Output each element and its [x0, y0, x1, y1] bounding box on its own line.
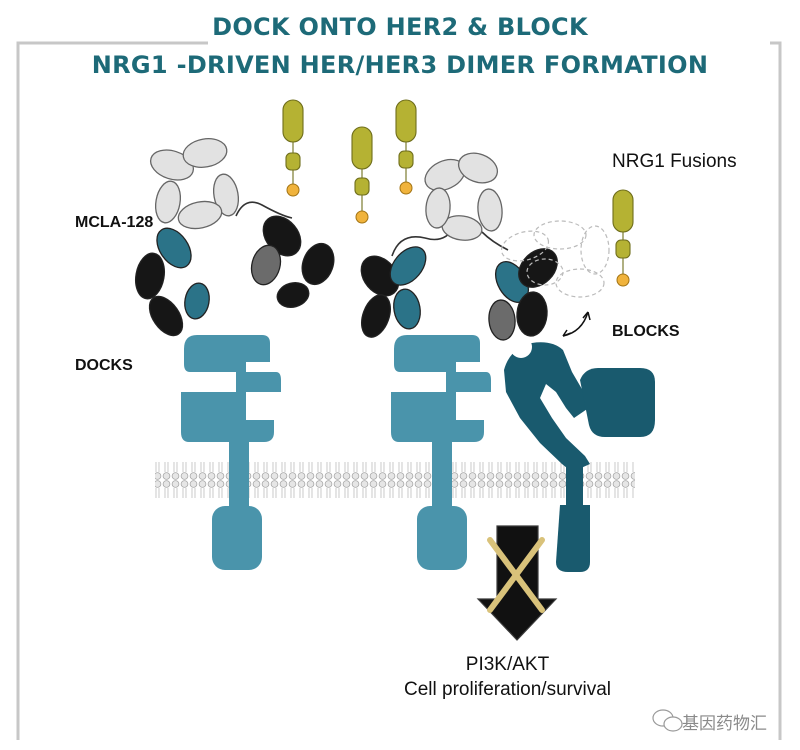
nrg1-ligand-1: [282, 99, 304, 197]
label-blocks: BLOCKS: [612, 323, 680, 340]
label-mcla128: MCLA-128: [75, 214, 154, 231]
label-docks: DOCKS: [75, 357, 133, 374]
wechat-icon: [652, 709, 683, 732]
frame-right: [770, 41, 782, 740]
title-line-1: DOCK ONTO HER2 & BLOCK: [212, 13, 588, 41]
cell-membrane: [155, 462, 635, 502]
her2-receptor-left: [181, 335, 281, 570]
frame-left: [16, 41, 208, 740]
ghost-ligand-domain: [500, 220, 610, 298]
blocked-signal-arrow: [476, 525, 558, 641]
label-outcome: Cell proliferation/survival: [404, 679, 611, 700]
antibody-mcla128-middle: [360, 152, 558, 341]
rotation-arrow: [562, 311, 591, 337]
antibody-mcla128-left: [134, 138, 335, 337]
her3-binding-pocket: [510, 336, 532, 358]
label-pathway: PI3K/AKT: [465, 654, 550, 675]
her3-receptor: [504, 342, 655, 572]
her2-receptor-middle: [391, 335, 491, 570]
nrg1-ligand-3: [395, 99, 417, 195]
nrg1-ligand-2: [351, 126, 373, 224]
watermark-text: 基因药物汇: [682, 714, 767, 734]
title-line-2: NRG1 -DRIVEN HER/HER3 DIMER FORMATION: [91, 51, 709, 79]
nrg1-fusion-ligand: [612, 189, 634, 287]
antibody-hinge-left: [235, 201, 293, 219]
label-nrg1-fusions: NRG1 Fusions: [612, 151, 737, 172]
